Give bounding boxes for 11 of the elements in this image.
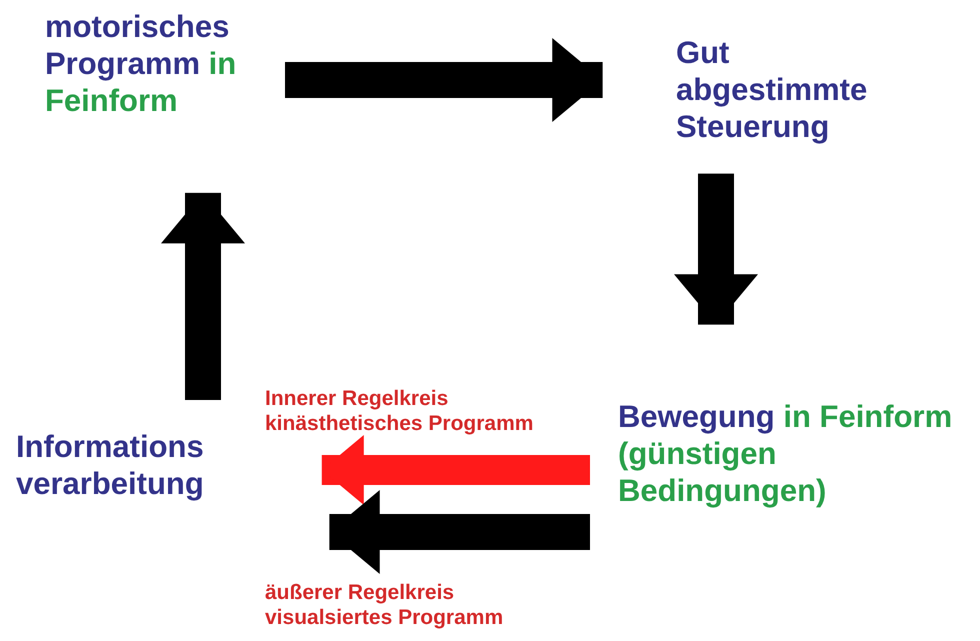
node-text: Bewegung in Feinform (günstigen Bedingungen) xyxy=(618,398,954,510)
block-arrow xyxy=(674,174,758,325)
node-text: Gut abgestimmte Steuerung xyxy=(676,34,868,146)
block-arrow xyxy=(161,192,245,400)
node-text: motorisches Programm in Feinform xyxy=(45,8,238,120)
edge-label: äußerer Regelkreis visualsiertes Programm xyxy=(265,580,504,630)
block-arrow xyxy=(285,38,603,122)
block-arrow xyxy=(322,435,590,505)
edge-label: Innerer Regelkreis kinästhetisches Programm xyxy=(265,386,534,436)
block-arrow xyxy=(329,490,590,574)
node-text: Informations verarbeitung xyxy=(16,428,205,502)
